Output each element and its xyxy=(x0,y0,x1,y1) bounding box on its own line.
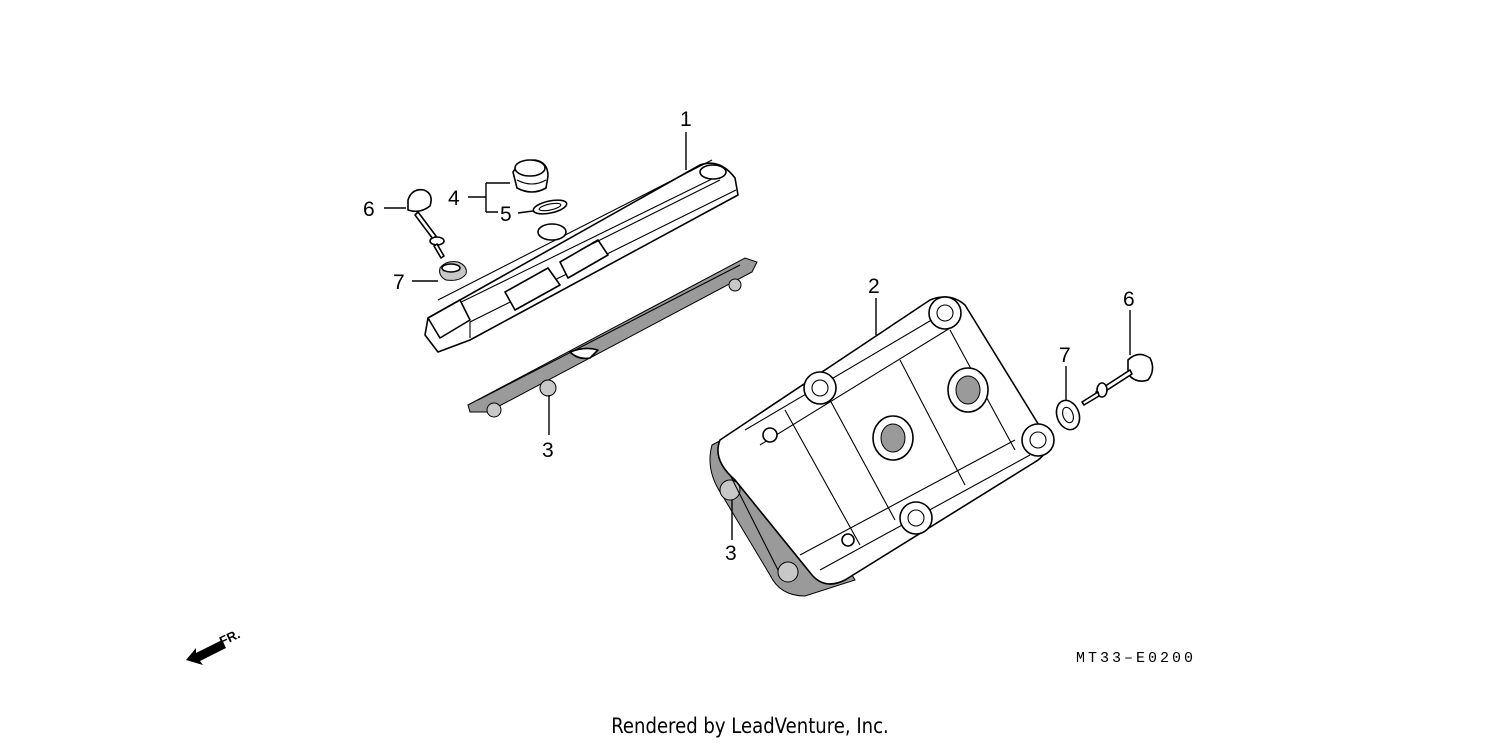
callout-1: 1 xyxy=(680,108,692,131)
callout-3-right: 3 xyxy=(725,542,737,565)
callout-4: 4 xyxy=(448,187,460,210)
footer-credit: Rendered by LeadVenture, Inc. xyxy=(611,714,889,738)
callout-labels: 1 2 3 3 4 5 6 6 7 7 xyxy=(363,108,1135,565)
front-direction-arrow: FR. xyxy=(186,626,242,665)
callout-2: 2 xyxy=(868,275,880,298)
head-cover-large[interactable] xyxy=(717,296,1055,585)
oil-filler-cap[interactable] xyxy=(512,159,549,193)
bolt-left[interactable] xyxy=(407,188,445,259)
callout-5: 5 xyxy=(500,203,512,226)
callout-7-right: 7 xyxy=(1059,344,1071,367)
front-label: FR. xyxy=(217,626,242,648)
grommet-left[interactable] xyxy=(439,261,467,281)
grommet-right[interactable] xyxy=(1053,397,1084,433)
gasket-small[interactable] xyxy=(467,257,758,418)
bolt-right[interactable] xyxy=(1081,353,1154,406)
callout-3-left: 3 xyxy=(542,439,554,462)
leader-lines xyxy=(384,132,1131,540)
diagram-code: MT33–E0200 xyxy=(1076,650,1196,667)
callout-6-left: 6 xyxy=(363,198,375,221)
head-cover-small[interactable] xyxy=(424,159,739,353)
o-ring[interactable] xyxy=(532,198,568,217)
arrow-icon xyxy=(186,640,226,665)
callout-6-right: 6 xyxy=(1123,288,1135,311)
callout-7-left: 7 xyxy=(393,271,405,294)
